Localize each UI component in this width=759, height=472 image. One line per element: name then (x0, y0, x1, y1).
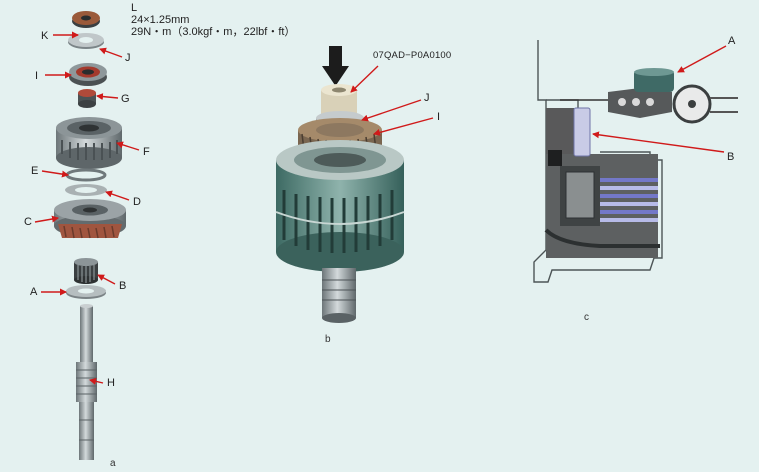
spec-thread-size: 24×1.25mm (131, 14, 190, 26)
part-h-shaft (76, 304, 97, 460)
label-part-j-b: J (424, 92, 430, 104)
output-shaft (322, 268, 356, 323)
part-i-bearing (69, 63, 107, 86)
label-part-i: I (35, 70, 39, 82)
special-tool-code: 07QAD−P0A0100 (373, 50, 452, 61)
arrow-d (105, 190, 130, 201)
panel-a-caption: a (110, 458, 116, 469)
arrow-e (41, 170, 69, 178)
panel-b-caption: b (325, 334, 331, 345)
arrow-h (89, 377, 104, 385)
part-d-thrust-washer (65, 184, 107, 196)
arrow-j (99, 47, 123, 58)
label-part-a-c: A (728, 35, 736, 47)
arrow-c (34, 215, 59, 223)
arrow-f (116, 141, 140, 151)
arrow-g (96, 93, 119, 101)
panel-a-exploded-view (34, 11, 140, 460)
part-e-shim (65, 168, 107, 182)
panel-c-cross-section (533, 40, 738, 283)
seal-b (573, 107, 591, 157)
panel-c-caption: c (584, 312, 589, 323)
part-a-thrust-washer (66, 285, 106, 299)
panel-c-callout-arrows (592, 45, 727, 153)
part-c-gear (54, 199, 126, 239)
label-part-j: J (125, 52, 131, 64)
label-part-c: C (24, 216, 32, 228)
part-g-collar (78, 89, 96, 108)
part-b-needle-bearing (74, 258, 98, 284)
label-part-e: E (31, 165, 39, 177)
clutch-drum-assembly (275, 140, 405, 272)
arrow-j-b (361, 99, 422, 122)
label-part-g: G (121, 93, 130, 105)
label-part-f: F (143, 146, 150, 158)
label-part-d: D (133, 196, 141, 208)
part-k-nut (72, 11, 100, 28)
section-body (544, 108, 660, 258)
arrow-b-c (592, 131, 725, 153)
label-part-h: H (107, 377, 115, 389)
label-part-k: K (41, 30, 49, 42)
arrow-b (97, 274, 116, 285)
label-part-i-b: I (437, 111, 441, 123)
panel-a-callout-arrows (34, 31, 140, 385)
arrow-tool (350, 65, 379, 93)
label-part-b: B (119, 280, 127, 292)
label-part-b-c: B (727, 151, 735, 163)
arrow-i-b (373, 117, 434, 136)
panel-b-callout-arrows (350, 65, 434, 136)
spec-label: L (131, 2, 138, 14)
spec-torque: 29N・m（3.0kgf・m，22lbf・ft） (131, 26, 296, 38)
clutch-plates (600, 178, 658, 222)
press-direction-arrow (322, 46, 349, 86)
part-f-clutch-drum (56, 117, 122, 169)
arrow-a-c (677, 45, 727, 73)
dial-indicator-tool (560, 68, 738, 124)
label-part-a: A (30, 286, 38, 298)
panel-b-assembly-view (275, 46, 434, 323)
